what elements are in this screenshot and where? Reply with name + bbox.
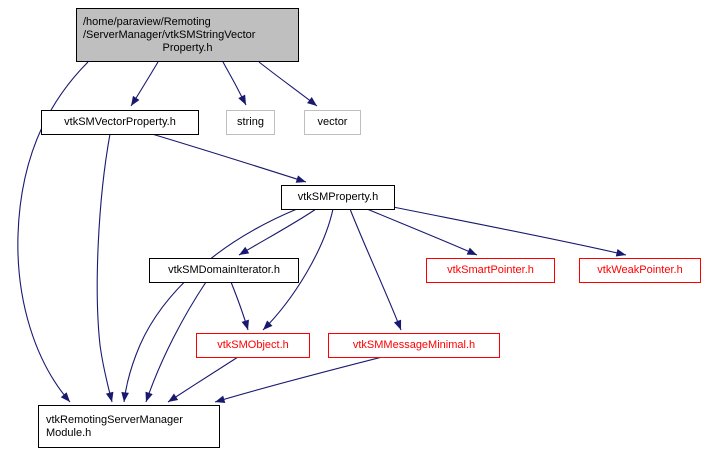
edge-domainiterator-to-smobject	[230, 281, 249, 331]
node-label-line: Property.h	[162, 41, 213, 54]
node-label-line: Module.h	[46, 426, 92, 439]
node-vtkWeakPointer[interactable]: vtkWeakPointer.h	[579, 258, 701, 283]
node-label: vtkSMVectorProperty.h	[64, 116, 176, 128]
node-label: vtkSMMessageMinimal.h	[352, 339, 476, 351]
node-label-line: vtkRemotingServerManager	[46, 413, 183, 426]
node-vtkSMObject[interactable]: vtkSMObject.h	[196, 333, 310, 358]
node-vtkRemotingServerManagerModule[interactable]: vtkRemotingServerManager Module.h	[38, 405, 220, 448]
node-label-line: /ServerManager/vtkSMStringVector	[83, 28, 256, 41]
node-vtkSMMessageMinimal[interactable]: vtkSMMessageMinimal.h	[328, 333, 500, 358]
edge-property-to-module	[121, 208, 298, 403]
node-vtkSMDomainIterator[interactable]: vtkSMDomainIterator.h	[149, 258, 299, 283]
node-vtkSMProperty[interactable]: vtkSMProperty.h	[281, 185, 395, 210]
node-current-file-vtkSMStringVectorProperty: /home/paraview/Remoting /ServerManager/v…	[76, 8, 299, 62]
node-label-line: /home/paraview/Remoting	[83, 15, 211, 28]
node-label: vtkSMDomainIterator.h	[168, 264, 280, 276]
node-label: vtkSMObject.h	[217, 339, 289, 351]
node-string: string	[226, 110, 275, 135]
node-vector: vector	[304, 110, 361, 135]
edge-property-to-domainiterator	[238, 208, 317, 256]
edge-vectorproperty-to-property	[151, 133, 307, 183]
node-label: vtkWeakPointer.h	[597, 264, 683, 276]
edge-main-to-vtksmvectorproperty	[130, 61, 159, 107]
edge-main-to-string	[222, 61, 247, 106]
edge-property-to-smartpointer	[366, 208, 478, 256]
node-label: vtkSMProperty.h	[297, 191, 379, 203]
edge-messageminimal-to-module	[214, 356, 383, 403]
node-label: vector	[317, 116, 348, 128]
edge-smobject-to-module	[167, 356, 239, 403]
edge-vectorproperty-to-module	[96, 133, 114, 403]
node-label: string	[237, 116, 264, 128]
node-vtkSMVectorProperty[interactable]: vtkSMVectorProperty.h	[41, 110, 199, 135]
node-label: vtkSmartPointer.h	[447, 264, 534, 276]
edge-property-to-messageminimal	[349, 208, 402, 331]
edge-property-to-weakpointer	[392, 206, 627, 257]
edge-main-to-vector	[258, 61, 318, 107]
node-vtkSmartPointer[interactable]: vtkSmartPointer.h	[426, 258, 555, 283]
